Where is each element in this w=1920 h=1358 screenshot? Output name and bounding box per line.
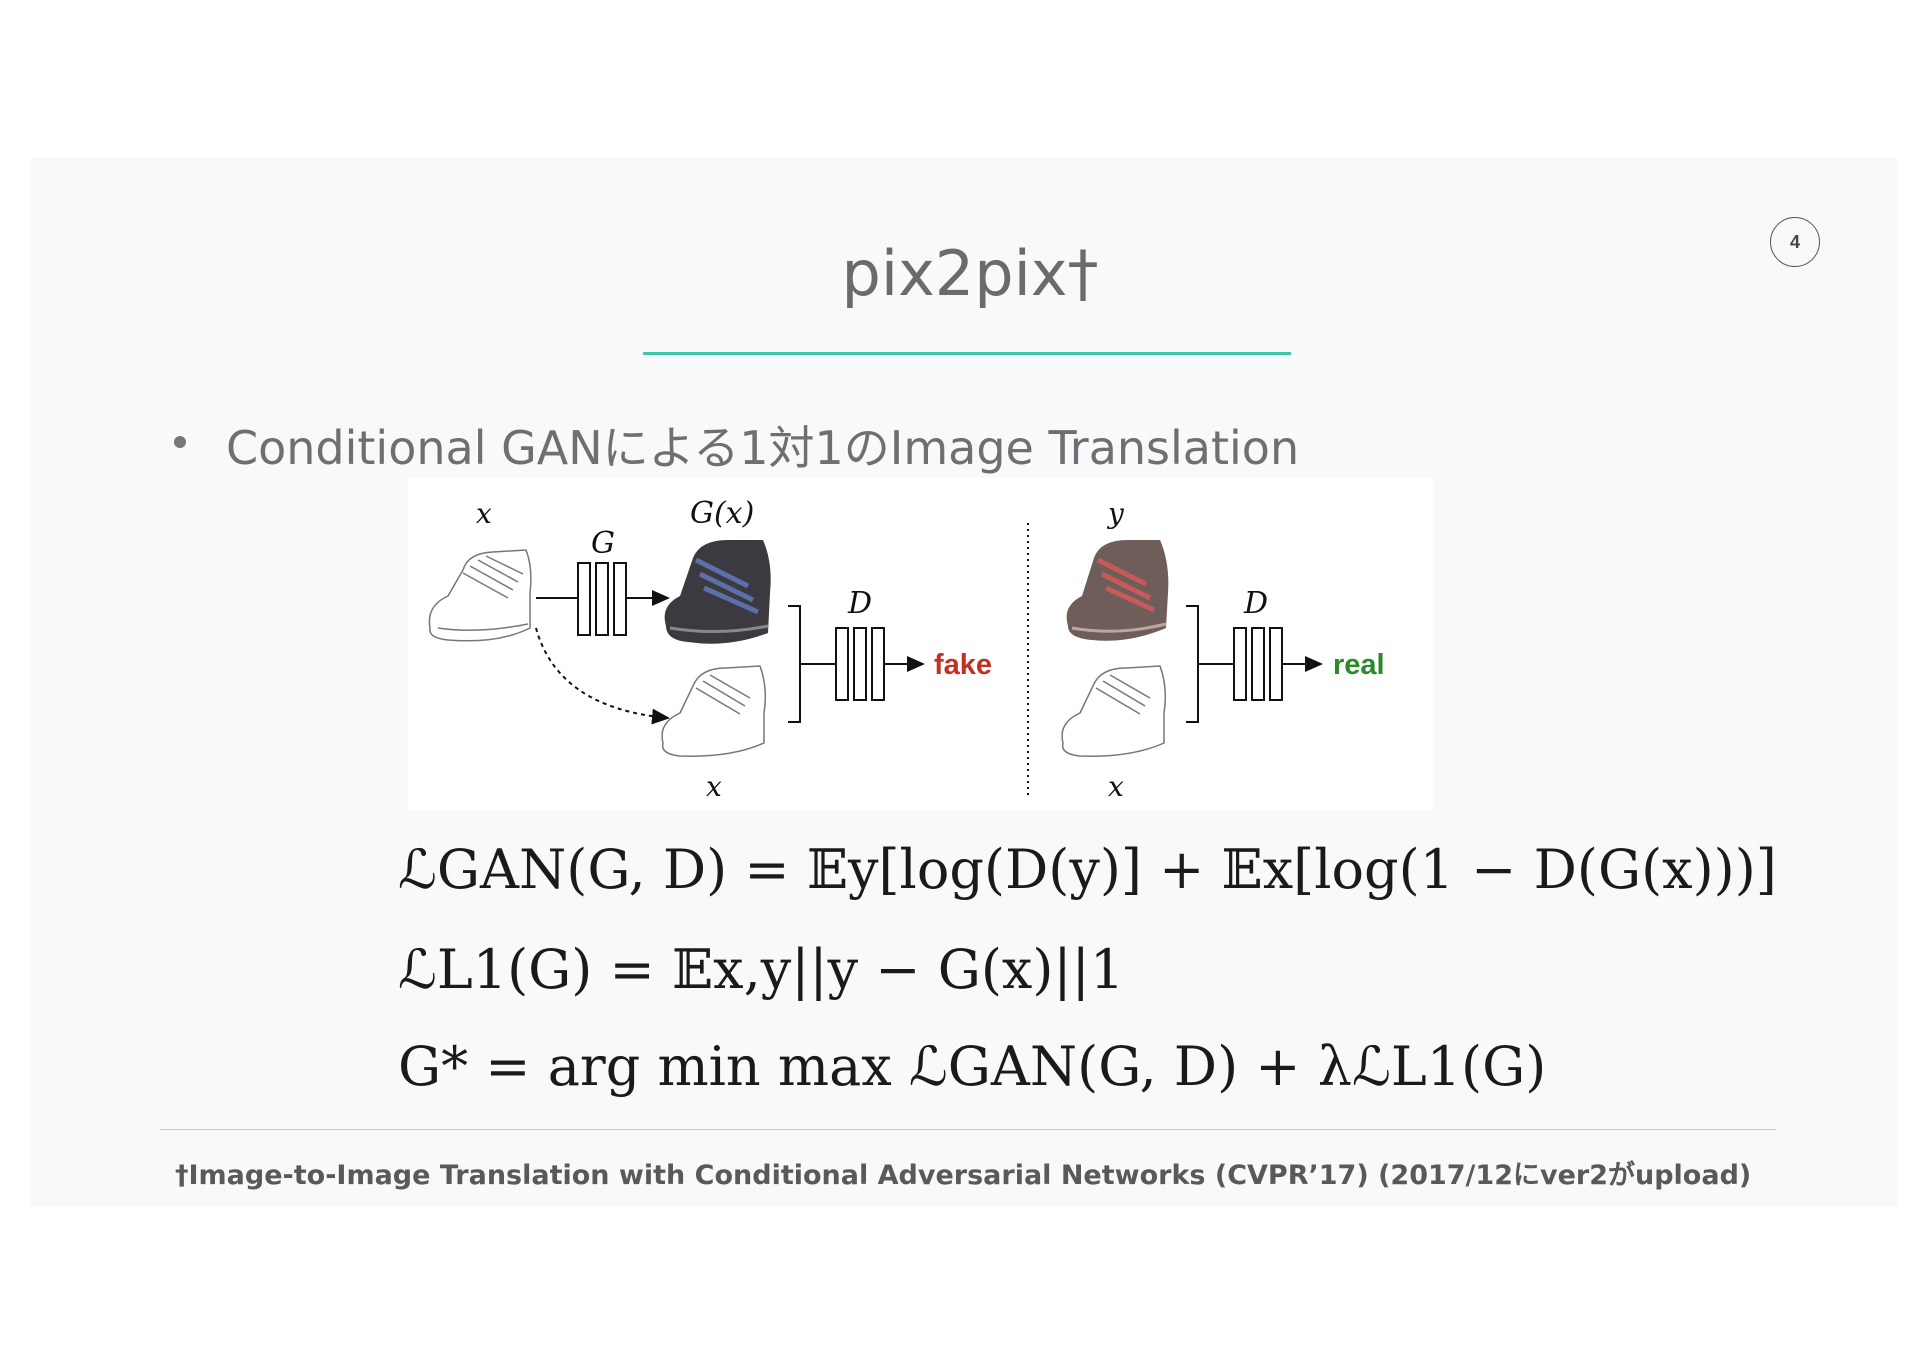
label-x-top: x	[476, 497, 492, 530]
footnote-divider	[160, 1129, 1776, 1130]
generator-block-icon	[577, 562, 627, 636]
label-real: real	[1333, 649, 1385, 681]
shoe-sketch-icon	[1061, 665, 1167, 757]
bullet-text: Conditional GANによる1対1のImage Translation	[226, 421, 1300, 475]
equation-l1-loss: ℒL1(G) = 𝔼x,y||y − G(x)||1	[398, 938, 1125, 1001]
label-fake: fake	[934, 649, 992, 681]
discriminator-block-icon	[835, 627, 885, 701]
generated-shoe-icon	[664, 540, 771, 644]
title-underline	[643, 352, 1291, 355]
label-x-bottom-left: x	[706, 770, 722, 803]
label-g: G	[591, 526, 615, 561]
equation-objective: G* = arg min max ℒGAN(G, D) + λℒL1(G)	[398, 1035, 1547, 1098]
slide-title: pix2pix†	[841, 237, 1099, 310]
discriminator-block-icon	[1233, 627, 1283, 701]
pix2pix-diagram: x G G(x) x D	[408, 478, 1433, 810]
label-gx: G(x)	[690, 496, 754, 531]
shoe-sketch-icon	[661, 665, 767, 757]
label-d-right: D	[1243, 586, 1268, 621]
page-number: 4	[1770, 217, 1820, 267]
label-d-left: D	[847, 586, 872, 621]
label-x-bottom-right: x	[1108, 770, 1124, 803]
bullet-icon	[174, 436, 186, 448]
footnote: †Image-to-Image Translation with Conditi…	[175, 1160, 1752, 1191]
shoe-sketch-icon	[428, 549, 532, 642]
equation-gan-loss: ℒGAN(G, D) = 𝔼y[log(D(y)] + 𝔼x[log(1 − D…	[398, 838, 1777, 901]
real-shoe-icon	[1066, 540, 1169, 641]
label-y: y	[1106, 497, 1125, 530]
